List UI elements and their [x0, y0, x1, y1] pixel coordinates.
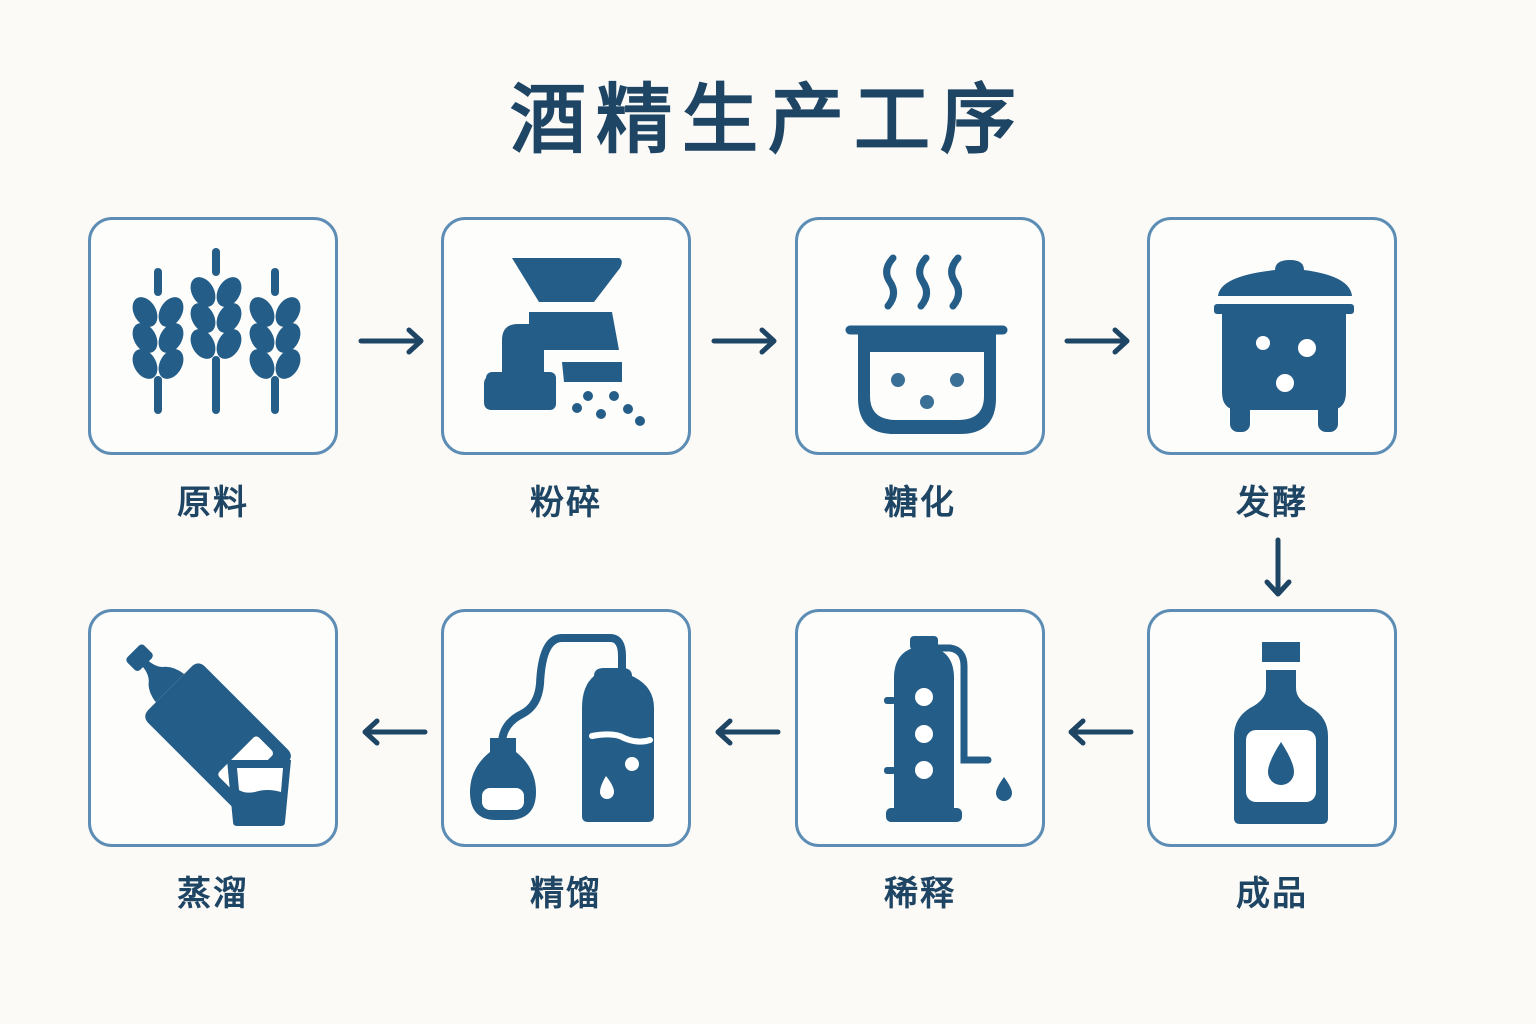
distillation-apparatus-icon	[470, 634, 654, 822]
arrow-left-icon	[710, 716, 782, 748]
step-label: 精馏	[530, 874, 602, 914]
step-label: 糖化	[884, 483, 956, 523]
step-label: 粉碎	[530, 483, 602, 523]
step-card-grinding	[441, 217, 691, 455]
step-card-saccharification	[795, 217, 1045, 455]
step-card-dilution	[795, 609, 1045, 847]
step-card-rectification	[441, 609, 691, 847]
grinder-icon	[484, 258, 645, 426]
wheat-icon	[132, 248, 301, 414]
distillation-column-icon	[884, 636, 1012, 822]
step-label: 成品	[1236, 874, 1308, 914]
pouring-bottle-icon	[126, 644, 291, 826]
bottle-icon	[1234, 642, 1328, 824]
step-label: 稀释	[884, 874, 956, 914]
step-label: 发酵	[1236, 483, 1308, 523]
step-card-fermentation	[1147, 217, 1397, 455]
step-card-raw-material	[88, 217, 338, 455]
arrow-right-icon	[357, 325, 429, 357]
step-card-finished-product	[1147, 609, 1397, 847]
step-label: 蒸溜	[177, 874, 249, 914]
step-card-distillation	[88, 609, 338, 847]
steaming-pot-icon	[845, 254, 1008, 434]
arrow-right-icon	[710, 325, 782, 357]
arrow-left-icon	[1063, 716, 1135, 748]
page-title: 酒精生产工序	[510, 75, 1026, 164]
arrow-left-icon	[357, 716, 429, 748]
arrow-right-icon	[1063, 325, 1135, 357]
fermentation-tank-icon	[1214, 260, 1354, 432]
step-label: 原料	[177, 483, 249, 523]
arrow-down-icon	[1262, 536, 1294, 602]
